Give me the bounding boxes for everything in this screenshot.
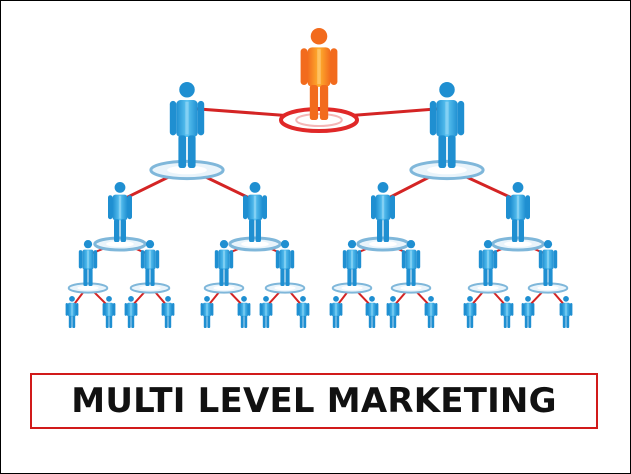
member-person-icon <box>429 82 465 168</box>
people-layer <box>65 28 573 328</box>
member-person-icon <box>102 296 116 328</box>
member-person-icon <box>401 240 421 286</box>
member-base-ring <box>390 282 432 294</box>
member-person-icon <box>161 296 175 328</box>
member-person-icon <box>296 296 310 328</box>
top-distributor-person-icon <box>300 28 338 120</box>
member-base-ring <box>264 282 306 294</box>
caption-box: MULTI LEVEL MARKETING <box>30 373 598 429</box>
member-person-icon <box>243 182 267 242</box>
member-base-ring <box>149 159 225 181</box>
member-base-ring <box>356 236 410 252</box>
member-person-icon <box>108 182 132 242</box>
member-person-icon <box>500 296 514 328</box>
member-person-icon <box>386 296 400 328</box>
member-base-ring <box>228 236 282 252</box>
member-person-icon <box>124 296 138 328</box>
member-person-icon <box>259 296 273 328</box>
member-person-icon <box>169 82 205 168</box>
member-person-icon <box>365 296 379 328</box>
member-base-ring <box>129 282 171 294</box>
top-base-ring <box>279 107 359 133</box>
member-base-ring <box>203 282 245 294</box>
member-person-icon <box>521 296 535 328</box>
member-person-icon <box>237 296 251 328</box>
member-person-icon <box>424 296 438 328</box>
member-person-icon <box>538 240 558 286</box>
base-rings <box>67 107 569 294</box>
member-person-icon <box>342 240 362 286</box>
member-person-icon <box>478 240 498 286</box>
member-person-icon <box>140 240 160 286</box>
member-person-icon <box>214 240 234 286</box>
member-person-icon <box>329 296 343 328</box>
caption-title: MULTI LEVEL MARKETING <box>71 381 557 421</box>
member-person-icon <box>65 296 79 328</box>
member-base-ring <box>331 282 373 294</box>
member-person-icon <box>371 182 395 242</box>
member-base-ring <box>491 236 545 252</box>
member-base-ring <box>467 282 509 294</box>
member-base-ring <box>527 282 569 294</box>
member-base-ring <box>67 282 109 294</box>
member-person-icon <box>463 296 477 328</box>
member-person-icon <box>78 240 98 286</box>
member-person-icon <box>275 240 295 286</box>
member-person-icon <box>559 296 573 328</box>
member-base-ring <box>93 236 147 252</box>
member-person-icon <box>506 182 530 242</box>
member-person-icon <box>200 296 214 328</box>
member-base-ring <box>409 159 485 181</box>
